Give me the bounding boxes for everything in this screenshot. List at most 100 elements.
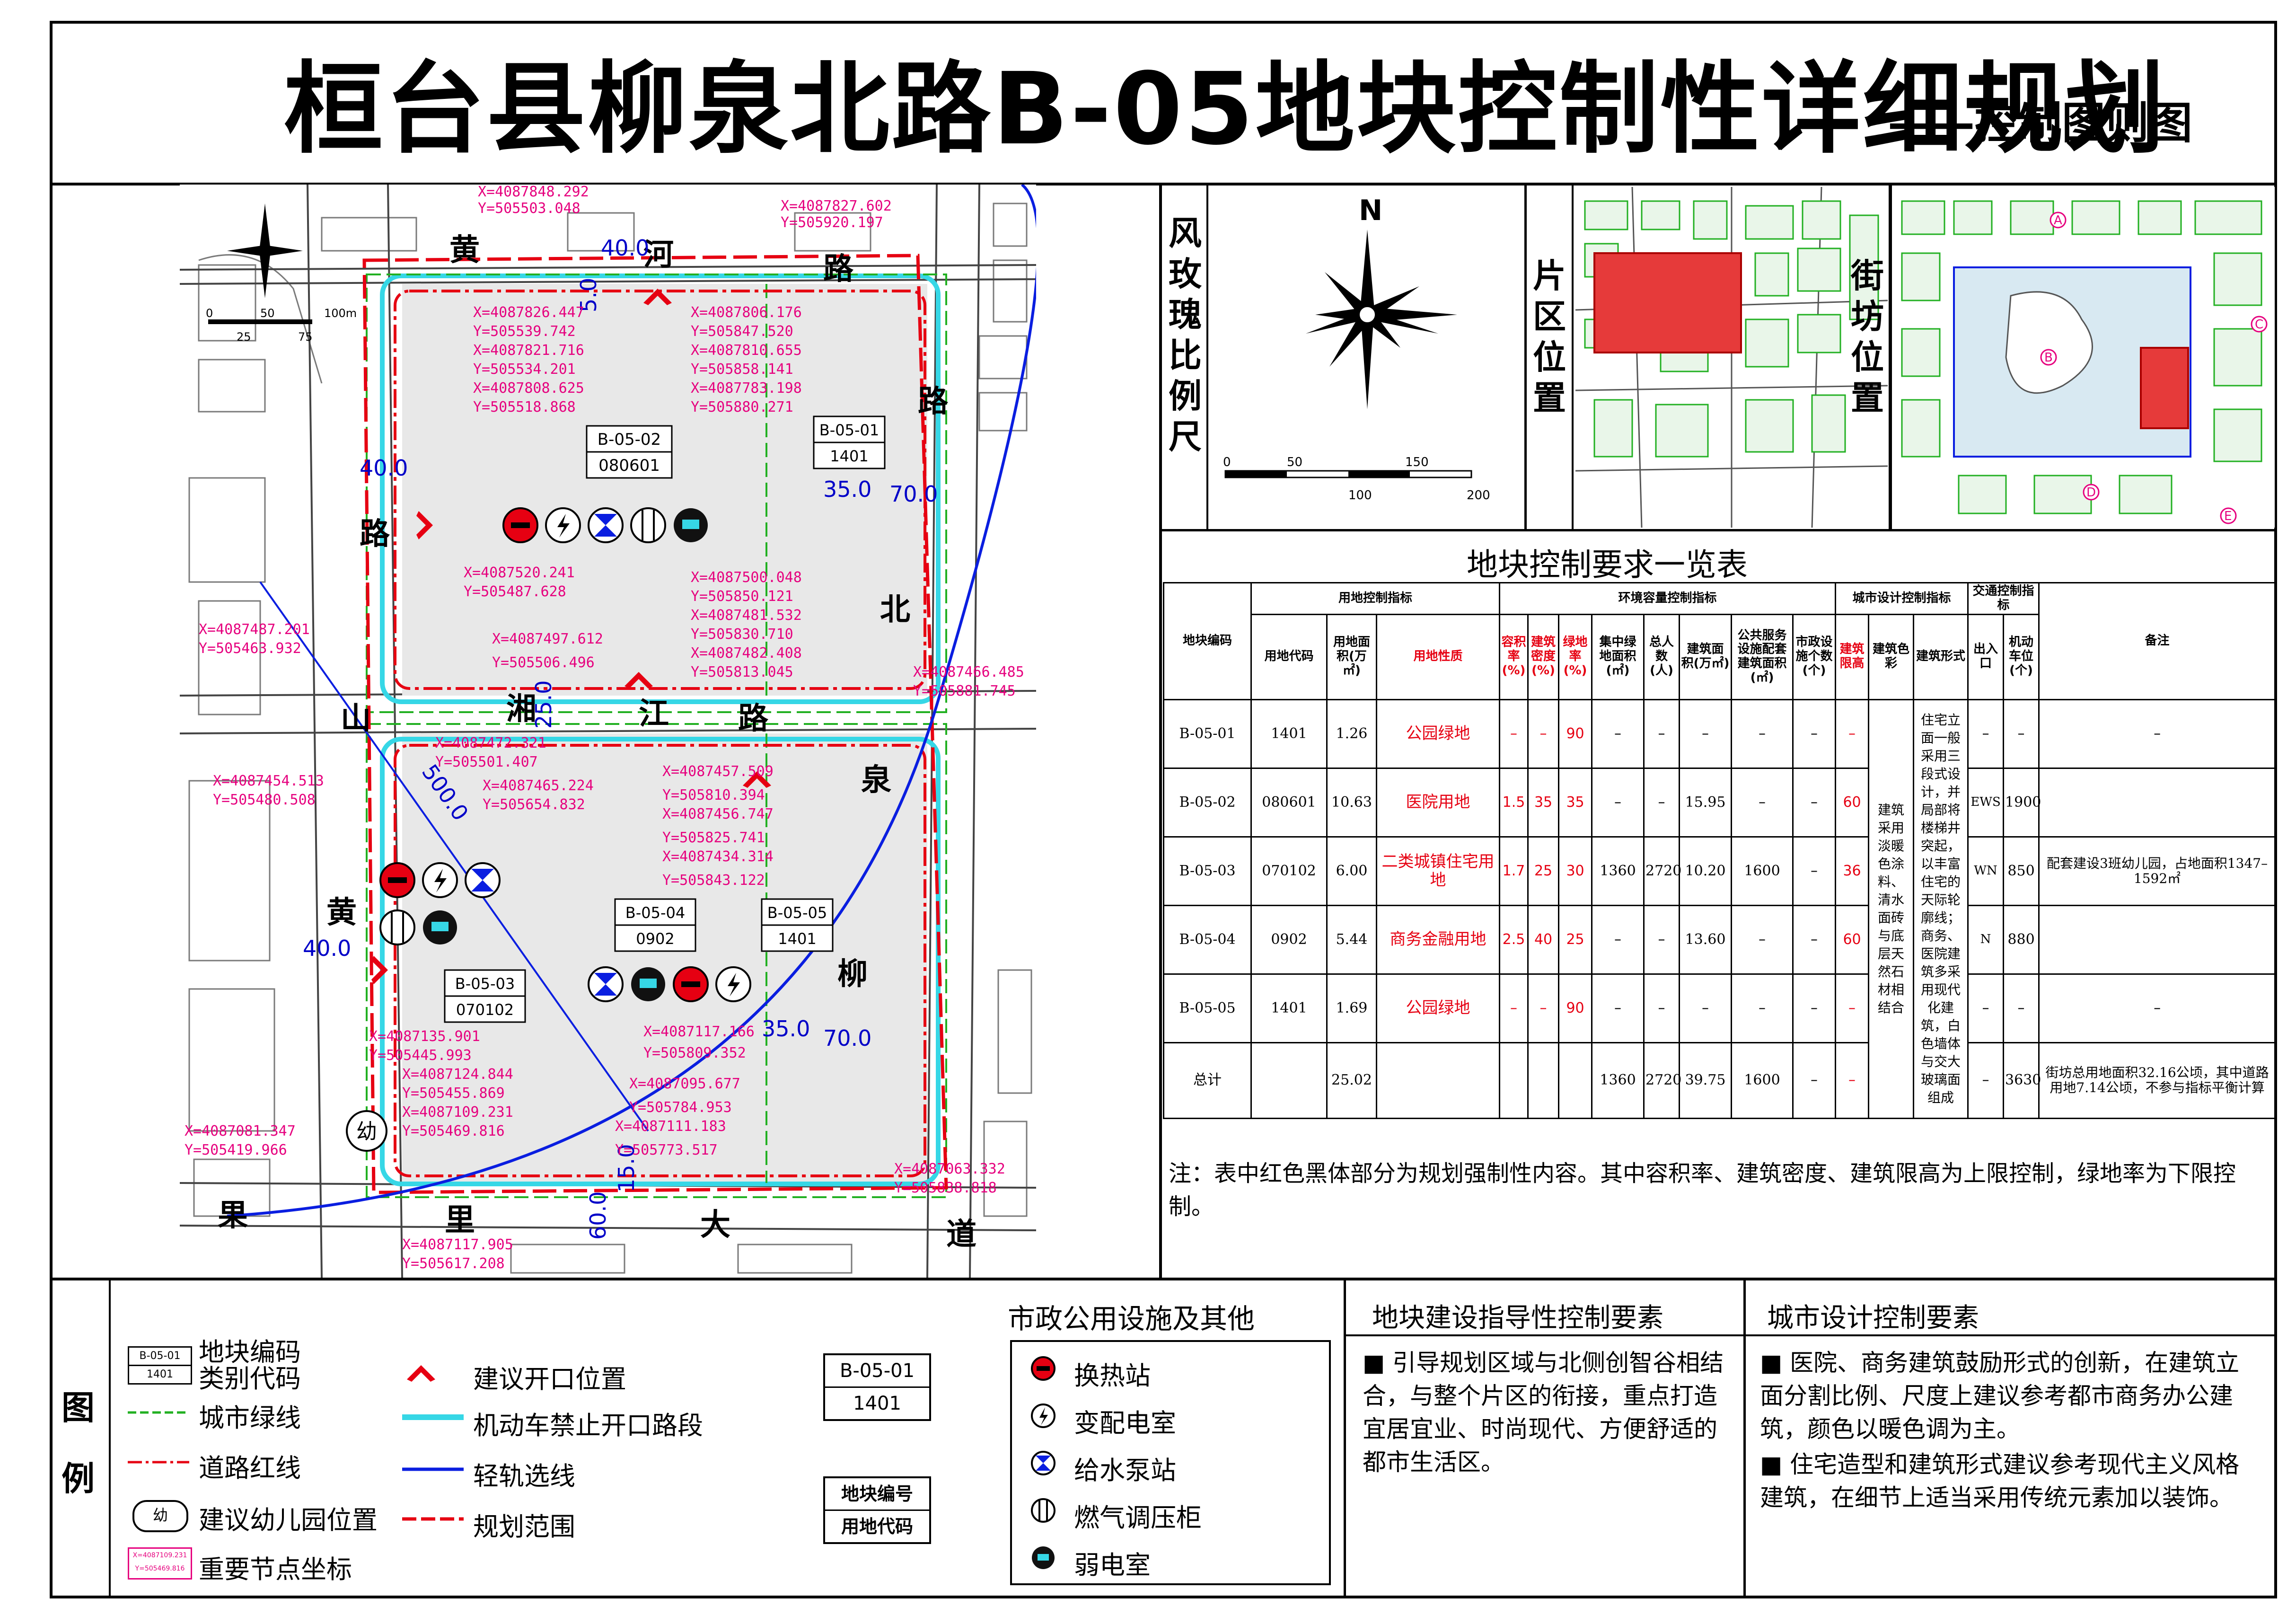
sample-code-label-box: 地块编号用地代码	[823, 1476, 931, 1544]
map-scale: 0 50 100m 25 75	[206, 307, 357, 344]
svg-text:E: E	[2224, 509, 2232, 523]
svg-text:X=4087135.901: X=4087135.901	[369, 1028, 480, 1045]
block-highlight	[2140, 347, 2189, 429]
svg-text:Y=505838.818: Y=505838.818	[894, 1180, 997, 1196]
design-color-cell: 建筑采用淡暖色涂料、清水面砖与底层天然石材相结合	[1868, 698, 1915, 1119]
legend-coord: 重要节点坐标	[199, 1554, 352, 1584]
legend-rail: 轻轨选线	[473, 1461, 575, 1491]
th-group-land: 用地控制指标	[1250, 582, 1501, 615]
svg-text:Y=505539.742: Y=505539.742	[473, 323, 576, 340]
svg-text:50: 50	[1287, 455, 1302, 469]
svg-text:X=4087456.747: X=4087456.747	[662, 806, 774, 822]
legend-road-line-icon	[128, 1461, 189, 1464]
legend-boundary-icon	[402, 1517, 464, 1521]
svg-text:江: 江	[639, 697, 669, 732]
svg-text:Y=505881.745: Y=505881.745	[913, 683, 1016, 699]
facility-icons	[1031, 1356, 1056, 1569]
district-panel-label: 片区位置	[1533, 256, 1566, 417]
svg-text:Y=505847.520: Y=505847.520	[691, 323, 793, 340]
th-note: 备注	[2038, 582, 2277, 700]
svg-text:B-05-01: B-05-01	[819, 421, 879, 439]
svg-text:X=4087465.224: X=4087465.224	[483, 777, 594, 794]
legend-road-line: 道路红线	[199, 1453, 301, 1483]
block-panel-label: 街坊位置	[1851, 256, 1884, 417]
svg-text:40.0: 40.0	[303, 936, 351, 961]
svg-text:Y=505784.953: Y=505784.953	[629, 1099, 732, 1116]
guidance-title: 地块建设指导性控制要素	[1372, 1303, 1663, 1333]
svg-text:Y=505469.816: Y=505469.816	[402, 1123, 505, 1139]
facilities-title: 市政公用设施及其他	[1008, 1303, 1255, 1335]
th-entry: 出入口	[1967, 613, 2005, 700]
svg-text:X=4087487.201: X=4087487.201	[199, 621, 310, 638]
control-map: 0 50 100m 25 75 黄 河 路 湘 江 路 果 里 大 道 路 山 …	[180, 185, 1036, 1278]
facilities-box	[1010, 1340, 1331, 1585]
svg-text:200: 200	[1467, 488, 1490, 503]
th-pop: 总人数(人)	[1643, 613, 1680, 700]
svg-text:0902: 0902	[636, 930, 674, 948]
svg-text:Y=505809.352: Y=505809.352	[643, 1045, 746, 1061]
panel-divider-district-label	[1572, 185, 1574, 529]
svg-text:70.0: 70.0	[889, 481, 938, 507]
th-floor: 建筑面积(万㎡)	[1679, 613, 1733, 700]
th-code: 地块编码	[1163, 582, 1252, 700]
svg-text:X=4087497.612: X=4087497.612	[492, 631, 603, 647]
legend-kindergarten: 建议幼儿园位置	[199, 1505, 378, 1535]
legend-label: 图例	[62, 1388, 95, 1498]
svg-text:X=4087810.655: X=4087810.655	[691, 342, 802, 359]
map-north-arrow-icon	[227, 203, 303, 298]
facility-icons-b0504	[588, 966, 751, 1002]
svg-text:Y=505487.628: Y=505487.628	[464, 583, 566, 600]
svg-text:Y=505773.517: Y=505773.517	[615, 1142, 718, 1158]
th-group-env: 环境容量控制指标	[1499, 582, 1837, 615]
th-use-code: 用地代码	[1250, 613, 1328, 700]
svg-text:X=4087821.716: X=4087821.716	[473, 342, 584, 359]
svg-text:40.0: 40.0	[601, 235, 649, 261]
svg-text:0: 0	[206, 307, 213, 320]
svg-text:0: 0	[1223, 455, 1231, 469]
svg-text:X=4087063.332: X=4087063.332	[894, 1161, 1005, 1177]
svg-text:X=4087111.183: X=4087111.183	[615, 1118, 726, 1135]
block-location-map: A B C D E	[1892, 187, 2275, 528]
svg-text:5.0: 5.0	[576, 278, 601, 312]
svg-text:70.0: 70.0	[823, 1025, 871, 1051]
th-color: 建筑色彩	[1868, 613, 1915, 700]
svg-text:A: A	[2054, 213, 2062, 228]
svg-text:X=4087482.408: X=4087482.408	[691, 645, 802, 662]
legend-label-divider	[109, 1280, 111, 1598]
wind-scale-bar: 0 50 150 100 200	[1223, 455, 1490, 503]
svg-text:路: 路	[360, 517, 390, 552]
svg-text:X=4087806.176: X=4087806.176	[691, 304, 802, 321]
parcel-label-b0501: B-05-01 1401	[813, 415, 886, 469]
svg-text:15.0: 15.0	[614, 1144, 639, 1192]
urban-design-text-1: ■ 医院、商务建筑鼓励形式的创新，在建筑立面分割比例、尺度上建议参考都市商务办公…	[1760, 1349, 2240, 1443]
urban-design-text-2: ■ 住宅造型和建筑形式建议参考现代主义风格建筑，在细节上适当采用传统元素加以装饰…	[1760, 1451, 2240, 1511]
opening-marker-icon	[371, 289, 771, 984]
wind-panel-label: 风玫瑰比例尺	[1169, 214, 1202, 456]
svg-text:X=4087848.292: X=4087848.292	[478, 185, 589, 200]
svg-text:25: 25	[237, 330, 251, 344]
svg-text:B: B	[2044, 351, 2053, 365]
kindergarten-icon: 幼	[346, 1110, 387, 1152]
panel-divider-h	[1162, 529, 2277, 531]
svg-text:柳: 柳	[837, 957, 868, 992]
block-panel-label-divider	[1889, 185, 1891, 529]
substation-icon	[1031, 1403, 1056, 1428]
legend-divider	[50, 1278, 2277, 1280]
svg-text:X=4087434.314: X=4087434.314	[662, 848, 774, 865]
svg-text:Y=505480.508: Y=505480.508	[213, 792, 316, 808]
svg-text:Y=505419.966: Y=505419.966	[185, 1142, 287, 1158]
svg-text:X=4087783.198: X=4087783.198	[691, 380, 802, 397]
svg-text:X=4087472.321: X=4087472.321	[435, 735, 546, 751]
district-location-map	[1575, 187, 1888, 528]
th-parking: 机动车位(个)	[2003, 613, 2040, 700]
svg-text:Y=505920.197: Y=505920.197	[781, 214, 883, 231]
wind-rose-icon	[1306, 229, 1457, 409]
heat-station-icon	[1031, 1356, 1056, 1381]
svg-text:40.0: 40.0	[360, 455, 408, 481]
svg-text:Y=505506.496: Y=505506.496	[492, 654, 595, 671]
